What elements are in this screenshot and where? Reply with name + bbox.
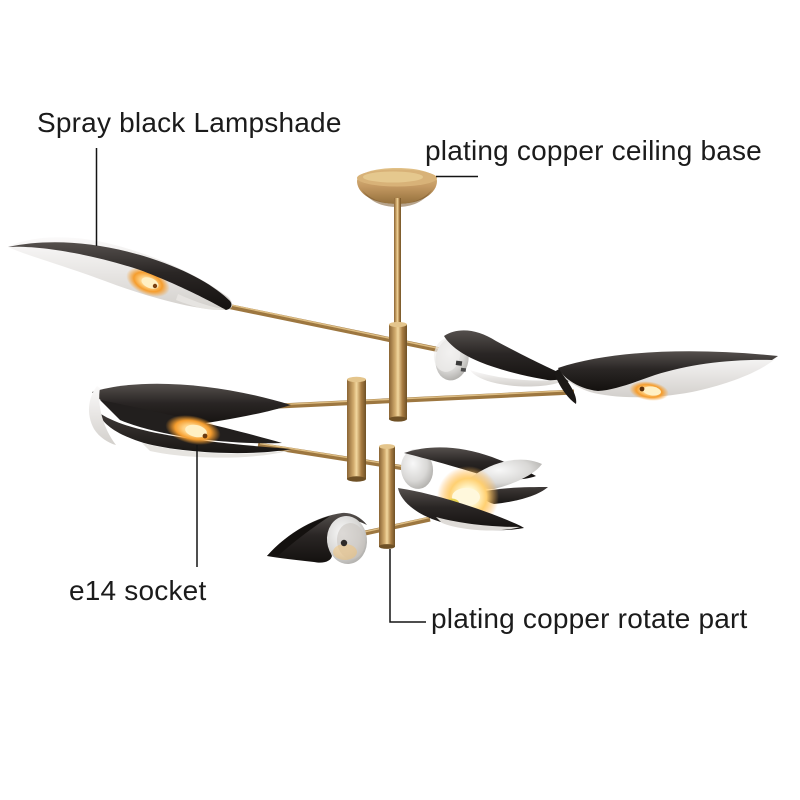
lampshade-mid-right <box>433 330 571 387</box>
arm-rod-2 <box>257 389 575 410</box>
label-line-rotate-part <box>389 549 426 623</box>
label-ceiling-base: plating copper ceiling base <box>425 135 762 166</box>
hub-cylinder-3 <box>379 444 395 549</box>
label-rotate-part: plating copper rotate part <box>431 603 748 634</box>
lampshade-far-right <box>554 351 778 404</box>
lampshade-top-left <box>8 237 233 311</box>
ceiling-base <box>357 168 437 207</box>
hub-cylinder-1 <box>389 321 407 422</box>
label-lampshade: Spray black Lampshade <box>37 107 342 138</box>
lampshade-bottom-right <box>398 447 548 531</box>
hub-cylinder-2 <box>347 376 366 482</box>
label-socket: e14 socket <box>69 575 207 606</box>
lampshade-bottom-left <box>267 512 368 564</box>
main-rod <box>394 198 401 332</box>
lampshade-mid-left <box>88 383 291 458</box>
arm-rod-1 <box>197 297 451 355</box>
